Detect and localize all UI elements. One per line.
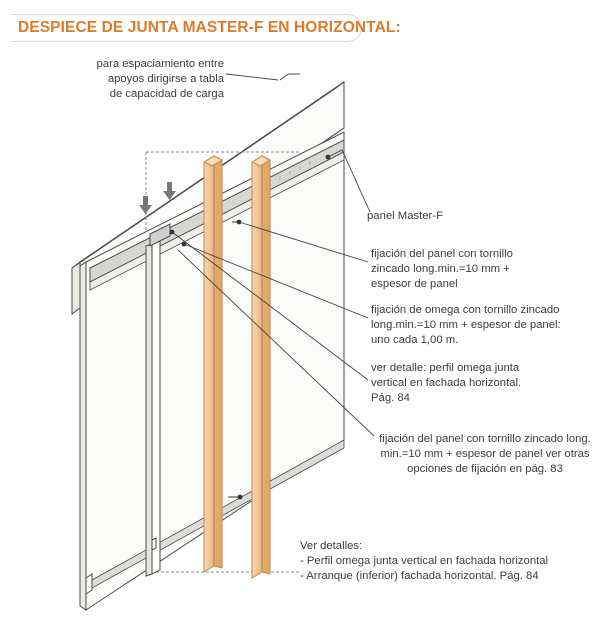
panel-fixing-options-label: fijación del panel con tornillo zincado … bbox=[372, 432, 598, 477]
panel-name-line: panel Master-F bbox=[367, 210, 443, 222]
panel-fixing-line: zincado long.min.=10 mm + bbox=[371, 263, 510, 275]
spacing-note-line: para espaciamiento entre bbox=[96, 58, 224, 70]
omega-fixing-label: fijación de omega con tornillo zincado l… bbox=[371, 303, 561, 348]
wooden-stud-left bbox=[202, 155, 224, 573]
omega-detail-label: ver detalle: perfil omega junta vertical… bbox=[371, 361, 521, 406]
arrow-down-icon bbox=[163, 182, 176, 200]
details-item: - Arranque (inferior) fachada horizontal… bbox=[300, 570, 539, 582]
left-panel-strip bbox=[145, 239, 161, 577]
panel-name-label: panel Master-F bbox=[367, 209, 443, 224]
spacing-note-line: de capacidad de carga bbox=[109, 88, 224, 100]
title-tab bbox=[10, 14, 362, 42]
omega-profile bbox=[149, 223, 171, 247]
spacing-note: para espaciamiento entre apoyos dirigirs… bbox=[64, 57, 224, 102]
details-heading: Ver detalles: bbox=[300, 540, 363, 552]
panel-fixing-options-line: fijación del panel con tornillo zincado … bbox=[379, 433, 591, 445]
omega-fixing-line: uno cada 1,00 m. bbox=[371, 334, 459, 346]
details-note: Ver detalles: - Perfil omega junta verti… bbox=[300, 539, 548, 584]
panel-fixing-line: espesor de panel bbox=[371, 278, 458, 290]
panel-fixing-options-line: min.=10 mm + espesor de panel ver otras bbox=[380, 448, 590, 460]
spacing-note-line: apoyos dirigirse a tabla bbox=[107, 73, 224, 85]
wooden-stud-right bbox=[250, 155, 272, 579]
omega-detail-line: Pág. 84 bbox=[371, 392, 410, 404]
leader-lines bbox=[171, 73, 375, 437]
omega-fixing-line: long.min.=10 mm + espesor de panel: bbox=[371, 319, 561, 331]
arrow-down-icon bbox=[139, 196, 152, 214]
panel-fixing-line: fijación del panel con tornillo bbox=[371, 248, 513, 260]
panel-fixing-label: fijación del panel con tornillo zincado … bbox=[371, 247, 513, 292]
page-title: DESPIECE DE JUNTA MASTER-F EN HORIZONTAL… bbox=[18, 19, 401, 36]
omega-detail-line: ver detalle: perfil omega junta bbox=[371, 362, 520, 374]
panel-fixing-options-line: opciones de fijación en pág. 83 bbox=[407, 463, 563, 475]
details-item: - Perfil omega junta vertical en fachada… bbox=[300, 555, 549, 567]
omega-detail-line: vertical en fachada horizontal. bbox=[371, 377, 522, 389]
omega-fixing-line: fijación de omega con tornillo zincado bbox=[371, 304, 560, 316]
